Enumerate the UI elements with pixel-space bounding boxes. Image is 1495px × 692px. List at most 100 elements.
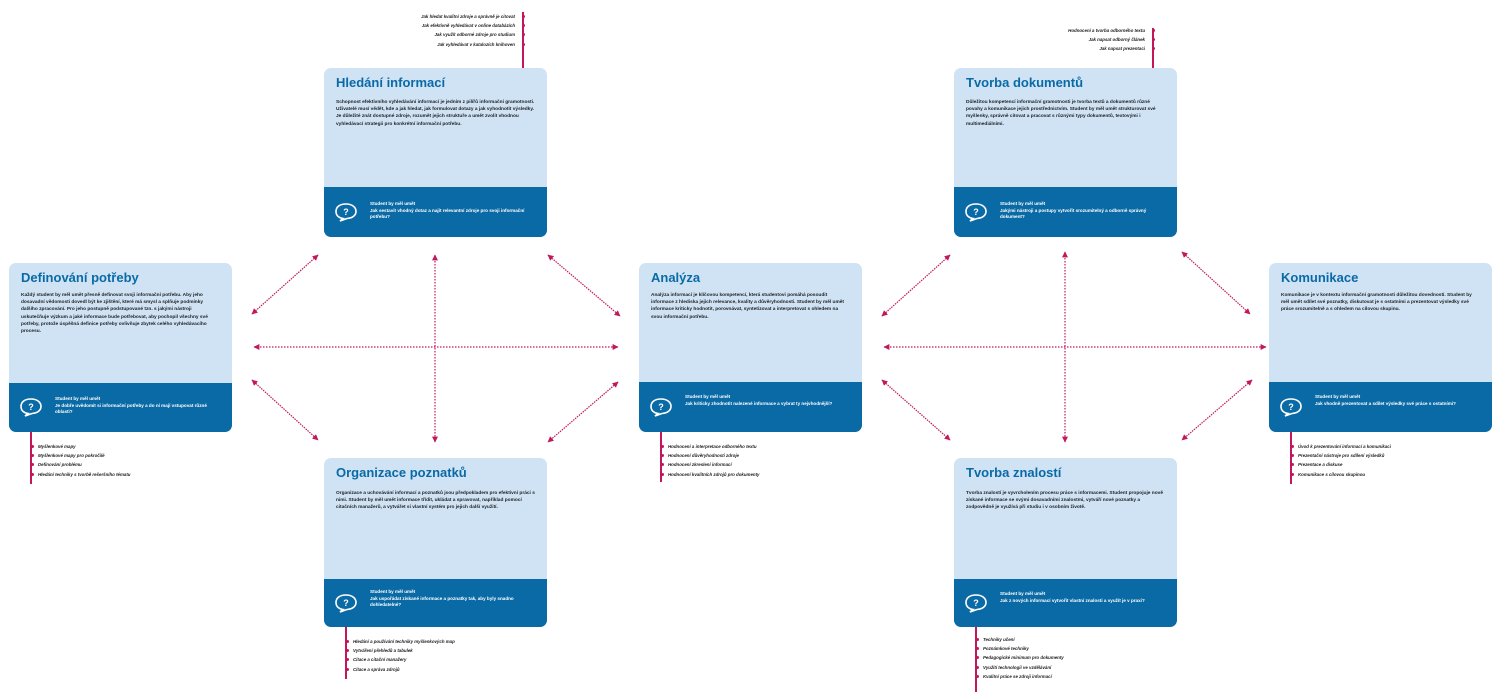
card-title: Definování potřeby xyxy=(21,270,139,285)
card-body: Schopnost efektivního vyhledávání inform… xyxy=(336,100,535,127)
list-item[interactable]: Jak napsat odborný článek xyxy=(1068,35,1155,44)
resource-list-tvorba-znalosti: Techniky učení Poznámkové techniky Pedag… xyxy=(976,635,1064,681)
card-footer-question: Jak uspořádat získané informace a poznat… xyxy=(370,595,514,608)
list-item[interactable]: Hodnocení a tvorba odborného textu xyxy=(1068,26,1155,35)
card-footer-question: Jak sestavit vhodný dotaz a najít releva… xyxy=(370,207,525,220)
list-item[interactable]: Úvod k prezentování informací a komunika… xyxy=(1291,442,1391,451)
card-body: Organizace a uchovávání informací a pozn… xyxy=(336,491,535,511)
card-title: Tvorba dokumentů xyxy=(966,75,1084,90)
list-item[interactable]: Prezentační nástroje pro sdílení výsledk… xyxy=(1291,451,1391,460)
list-item[interactable]: Vytváření přehledů a tabulek xyxy=(346,646,455,655)
card-organizace-poznatku: Organizace poznatků Organizace a uchováv… xyxy=(324,458,547,627)
speech-bubble-icon: ? xyxy=(1280,398,1302,417)
list-item[interactable]: Hodnocení důvěryhodnosti zdroje xyxy=(660,451,759,460)
arrow-analyza-organizace xyxy=(547,381,619,443)
card-title: Hledání informací xyxy=(336,75,446,90)
list-item[interactable]: Myšlenkové mapy pro pokročilé xyxy=(30,451,130,460)
card-footer-question: Jak vhodně prezentovat a sdílet výsledky… xyxy=(1315,400,1456,406)
card-footer-question: Jakými nástroji a postupy vytvořit srozu… xyxy=(1000,207,1147,220)
arrow-hledani-analyza xyxy=(547,254,621,317)
card-body: Komunikace je v kontextu informační gram… xyxy=(1281,293,1472,313)
card-title: Analýza xyxy=(651,270,701,285)
resource-list-organizace: Hledání a používání techniky myšlenkovýc… xyxy=(346,637,455,674)
card-footer-label: Student by měl umět xyxy=(1000,591,1046,596)
arrow-tvorba-dok-komunikace xyxy=(1181,251,1251,315)
svg-text:?: ? xyxy=(343,598,349,608)
list-item[interactable]: Jak využít odborné zdroje pro studium xyxy=(421,30,525,39)
card-footer-question: Je dobře uvědomit si informační potřeby … xyxy=(55,402,207,415)
resource-list-analyza: Hodnocení a interpretace odborného textu… xyxy=(660,442,759,479)
list-item[interactable]: Pedagogické minimum pro dokumenty xyxy=(976,653,1064,662)
list-item[interactable]: Hodnocení kvalitních zdrojů pro dokument… xyxy=(660,470,759,479)
list-line xyxy=(975,627,977,692)
svg-text:?: ? xyxy=(973,207,979,217)
list-item[interactable]: Definování problému xyxy=(30,460,130,469)
list-item[interactable]: Hodnocení a interpretace odborného textu xyxy=(660,442,759,451)
svg-text:?: ? xyxy=(1288,402,1294,412)
card-body: Každý student by měl umět přesně definov… xyxy=(21,293,208,335)
speech-bubble-icon: ? xyxy=(20,398,42,417)
card-body: Analýza informací je klíčovou kompetencí… xyxy=(651,293,845,320)
list-item[interactable]: Kvalitní práce se zdroji informací xyxy=(976,672,1064,681)
card-footer-label: Student by měl umět xyxy=(685,394,731,399)
speech-bubble-icon: ? xyxy=(650,398,672,417)
card-definovani-potreby: Definování potřeby Každý student by měl … xyxy=(9,263,232,432)
arrow-hledani-definovani xyxy=(251,254,319,315)
card-tvorba-znalosti: Tvorba znalostí Tvorba znalostí je vyvrc… xyxy=(954,458,1177,627)
svg-text:?: ? xyxy=(343,207,349,217)
list-item[interactable]: Jak efektivně vyhledávat v online databá… xyxy=(421,21,525,30)
list-item[interactable]: Hledání techniky s tvorbě rešeršního tém… xyxy=(30,470,130,479)
list-item[interactable]: Jak napsat prezentaci xyxy=(1068,44,1155,53)
card-analyza: Analýza Analýza informací je klíčovou ko… xyxy=(639,263,862,432)
list-line xyxy=(660,432,662,482)
list-item[interactable]: Citace a citační manažery xyxy=(346,655,455,664)
list-item[interactable]: Komunikace s cílovou skupinou xyxy=(1291,470,1391,479)
list-item[interactable]: Využití technologií ve vzdělávání xyxy=(976,663,1064,672)
list-item[interactable]: Citace a správa zdrojů xyxy=(346,665,455,674)
speech-bubble-icon: ? xyxy=(335,203,357,222)
card-footer-label: Student by měl umět xyxy=(55,396,101,401)
card-title: Organizace poznatků xyxy=(336,465,467,480)
arrow-komunikace-tvorba-zn xyxy=(1181,379,1253,441)
arrow-definovani-organizace xyxy=(251,379,319,441)
list-item[interactable]: Hodnocení zkreslení informací xyxy=(660,460,759,469)
card-footer-question: Jak z nových informací vytvořit vlastní … xyxy=(1000,597,1145,603)
card-footer-label: Student by měl umět xyxy=(1315,394,1361,399)
card-hledani-informaci: Hledání informací Schopnost efektivního … xyxy=(324,68,547,237)
resource-list-tvorba-dokumentu: Hodnocení a tvorba odborného textu Jak n… xyxy=(1068,26,1155,54)
list-line xyxy=(345,627,347,679)
card-title: Tvorba znalostí xyxy=(966,465,1062,480)
list-item[interactable]: Hledání a používání techniky myšlenkovýc… xyxy=(346,637,455,646)
svg-text:?: ? xyxy=(973,598,979,608)
resource-list-komunikace: Úvod k prezentování informací a komunika… xyxy=(1291,442,1391,479)
list-line xyxy=(1290,432,1292,484)
card-body: Důležitou kompetencí informační gramotno… xyxy=(966,100,1156,127)
card-title: Komunikace xyxy=(1281,270,1359,285)
list-item[interactable]: Jak hledat kvalitní zdroje a správně je … xyxy=(421,12,525,21)
card-footer-question: Jak kriticky zhodnotit nalezené informac… xyxy=(685,400,833,406)
svg-text:?: ? xyxy=(28,402,34,412)
speech-bubble-icon: ? xyxy=(965,594,987,613)
card-footer-label: Student by měl umět xyxy=(370,589,416,594)
arrow-analyza-tvorba-dok xyxy=(881,254,951,317)
list-item[interactable]: Poznámkové techniky xyxy=(976,644,1064,653)
list-item[interactable]: Myšlenkové mapy xyxy=(30,442,130,451)
resource-list-definovani: Myšlenkové mapy Myšlenkové mapy pro pokr… xyxy=(30,442,130,479)
list-item[interactable]: Jak vyhledávat v katalozích knihoven xyxy=(421,40,525,49)
list-line xyxy=(522,12,524,68)
resource-list-hledani: Jak hledat kvalitní zdroje a správně je … xyxy=(421,12,525,49)
card-footer-label: Student by měl umět xyxy=(370,201,416,206)
card-tvorba-dokumentu: Tvorba dokumentů Důležitou kompetencí in… xyxy=(954,68,1177,237)
speech-bubble-icon: ? xyxy=(335,594,357,613)
list-line xyxy=(30,432,32,484)
card-body: Tvorba znalostí je vyvrcholením procesu … xyxy=(966,491,1163,511)
list-item[interactable]: Prezentace a diskuse xyxy=(1291,460,1391,469)
list-item[interactable]: Techniky učení xyxy=(976,635,1064,644)
arrow-analyza-tvorba-zn xyxy=(881,379,951,441)
